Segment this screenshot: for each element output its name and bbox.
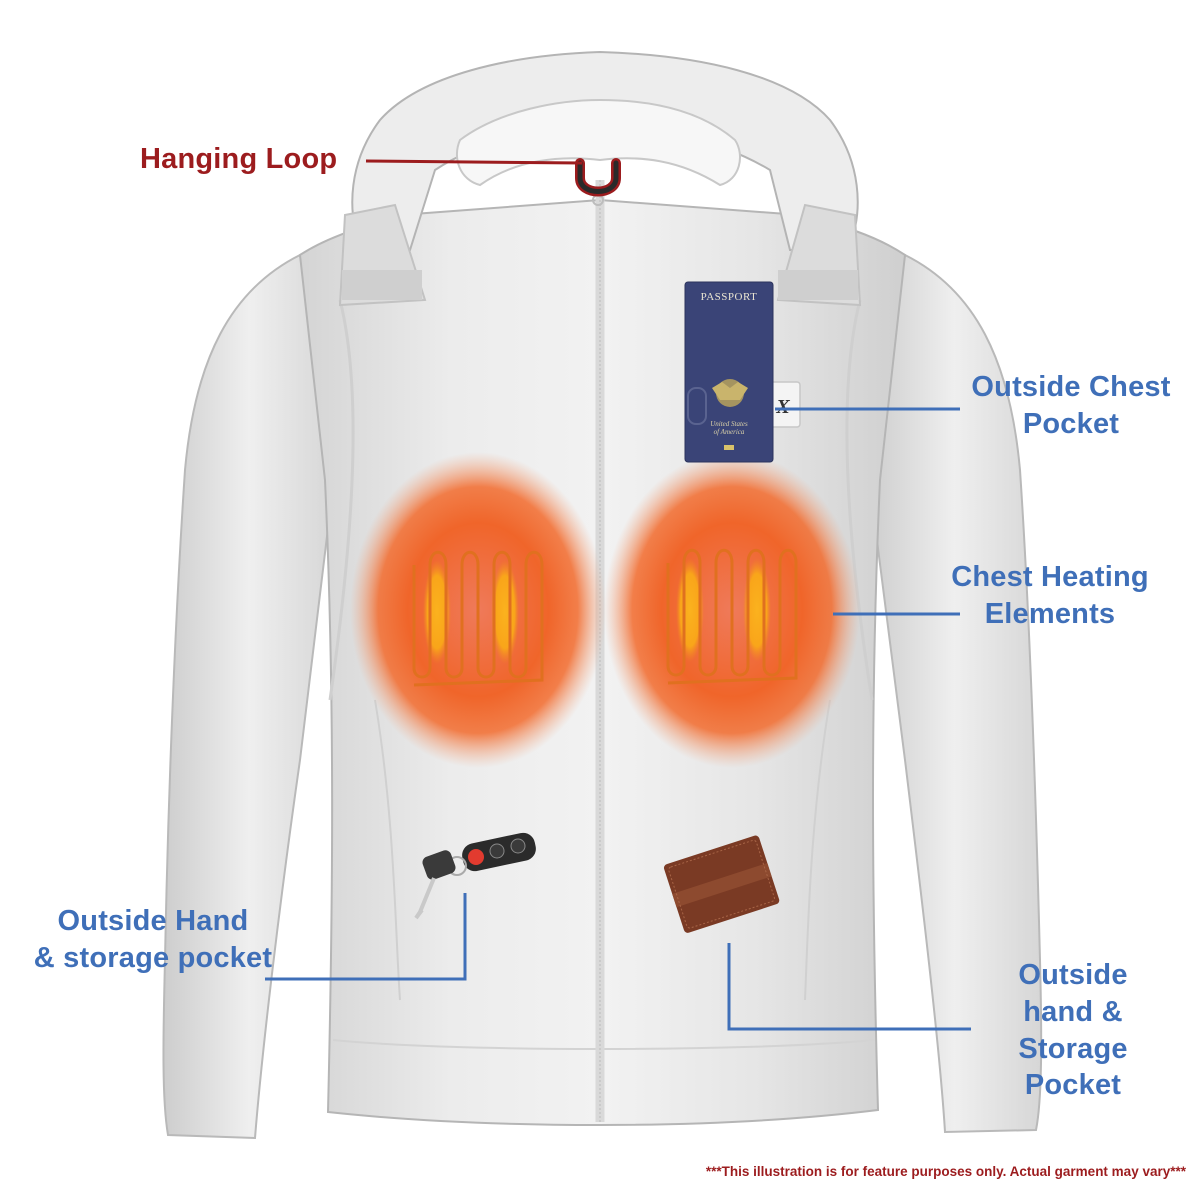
passport-title: PASSPORT — [700, 291, 758, 303]
heating-elements-label: Chest Heating Elements — [935, 559, 1165, 633]
chest-pocket-line2: Pocket — [1022, 407, 1120, 440]
right-pocket-line4: Pocket — [1024, 1069, 1122, 1102]
right-pocket-line3: Storage — [1018, 1032, 1128, 1065]
heating-line1: Chest Heating — [951, 561, 1149, 593]
passport-country-line1: United States — [710, 420, 748, 428]
jacket-body — [298, 198, 907, 1127]
left-heat-zone — [350, 452, 606, 768]
right-pocket-leader — [727, 943, 971, 1031]
right-pocket-label: Outside hand & Storage Pocket — [1000, 957, 1146, 1104]
hanging-loop-text: Hanging Loop — [140, 143, 338, 175]
hanging-loop-leader — [365, 159, 583, 165]
car-key-fob-icon — [414, 832, 536, 920]
right-pocket-line2: hand & — [1023, 995, 1123, 1028]
heating-line2: Elements — [984, 597, 1116, 630]
right-heat-zone — [604, 452, 860, 768]
hanging-loop-icon — [575, 158, 621, 197]
svg-text:X: X — [775, 396, 790, 418]
passport-country-line2: of America — [713, 428, 745, 437]
wallet-icon — [663, 835, 780, 933]
hood — [351, 50, 859, 251]
disclaimer-text: ***This illustration is for feature purp… — [705, 1164, 1186, 1179]
passport-country: United States of America — [685, 420, 773, 437]
left-pocket-leader — [265, 893, 467, 981]
left-heating-coil-icon — [412, 550, 544, 687]
chest-pocket-line1: Outside Chest — [971, 371, 1171, 403]
right-heating-coil-icon — [666, 548, 798, 685]
left-pocket-line2: & storage pocket — [33, 941, 273, 974]
left-pocket-line1: Outside Hand — [57, 905, 249, 937]
hanging-loop-label: Hanging Loop — [140, 141, 337, 178]
right-pocket-line1: Outside — [1018, 959, 1128, 991]
chest-pocket-label: Outside Chest Pocket — [955, 369, 1187, 443]
left-sleeve — [162, 253, 337, 1140]
left-pocket-label: Outside Hand & storage pocket — [12, 903, 294, 977]
